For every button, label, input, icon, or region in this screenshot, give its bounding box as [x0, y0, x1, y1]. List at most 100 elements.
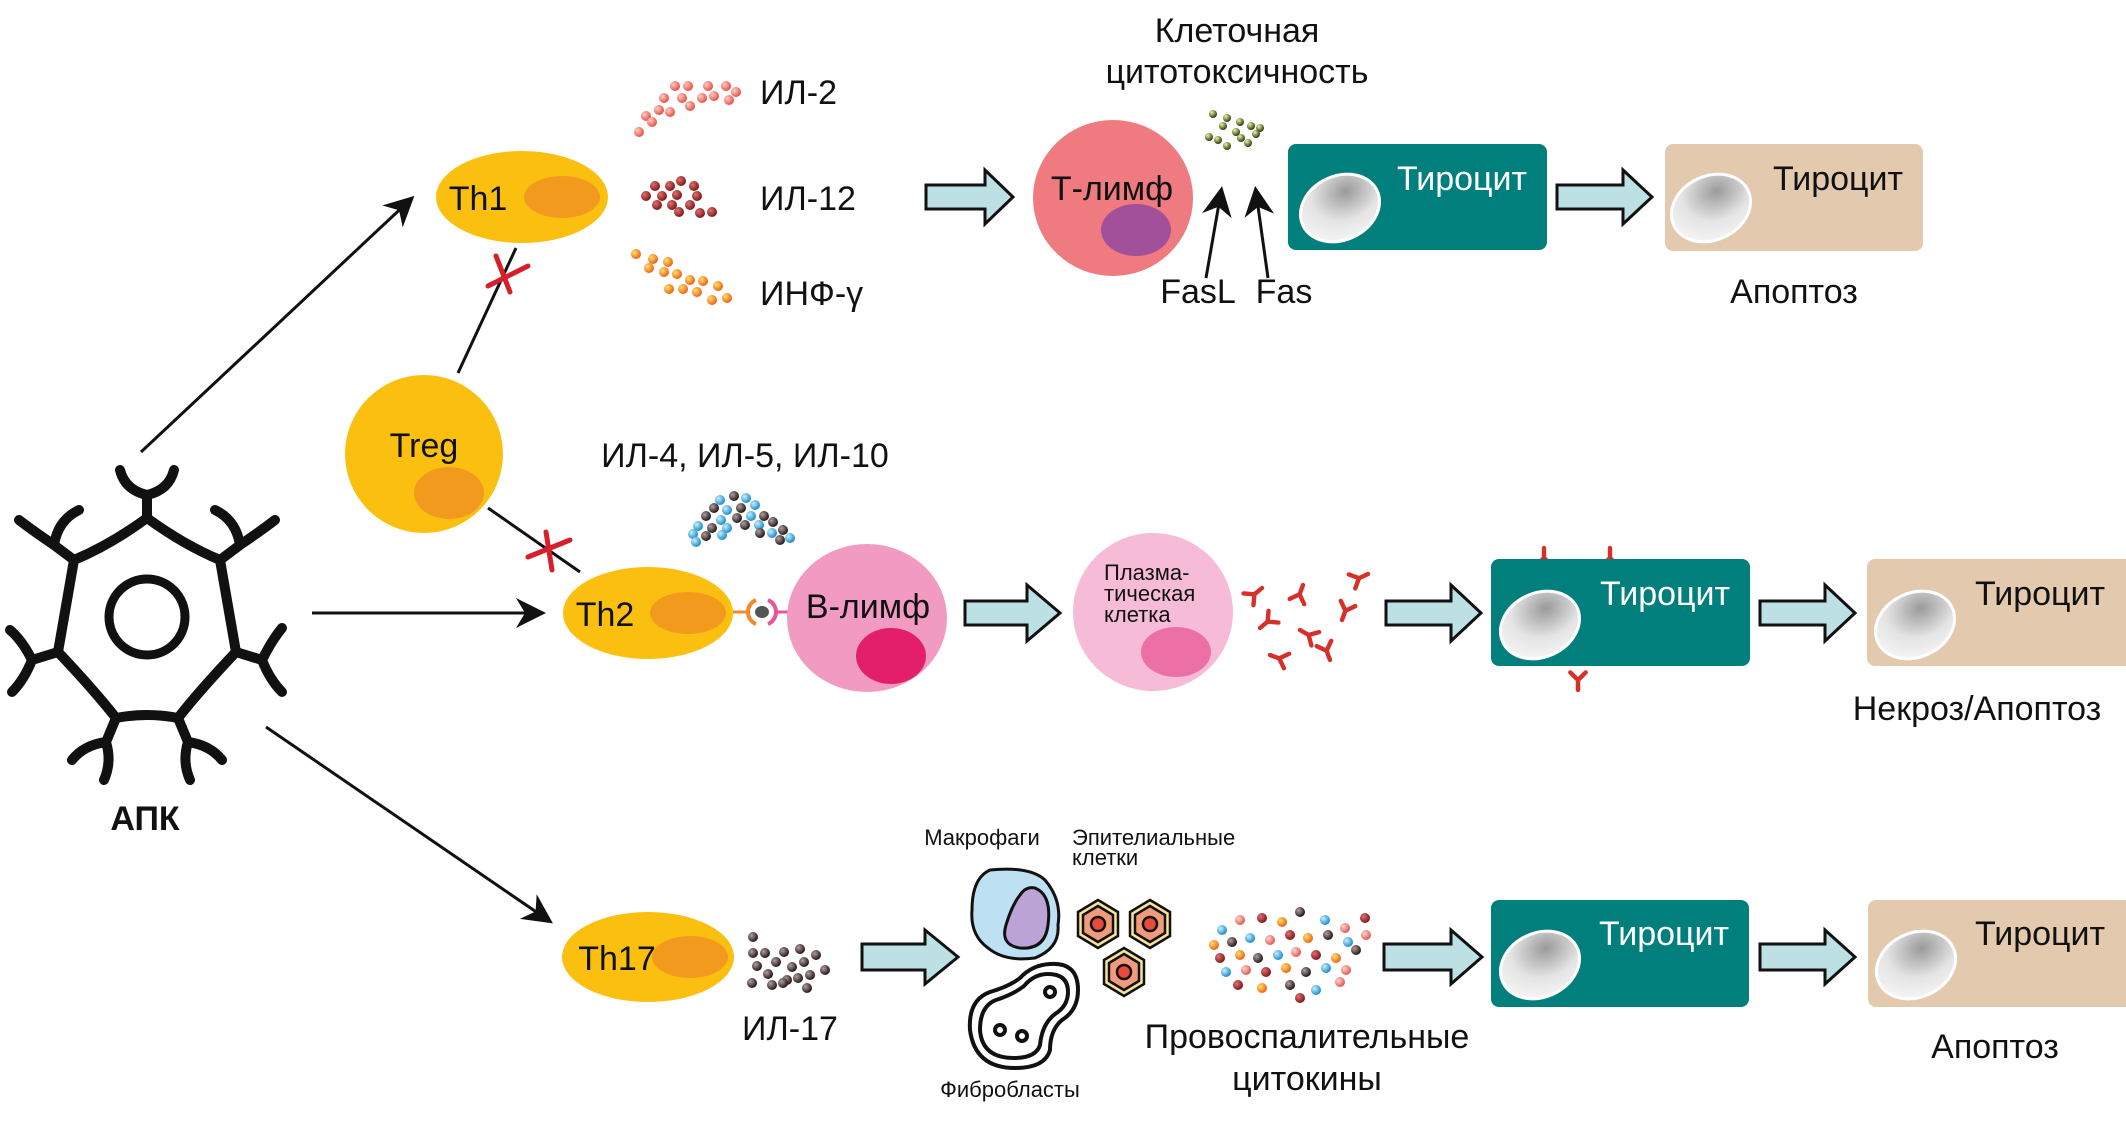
molecule-bead: [820, 965, 830, 975]
apc-label: АПК: [110, 800, 180, 838]
th2-cytokines-label: ИЛ-4, ИЛ-5, ИЛ-10: [601, 437, 889, 475]
ifn-gamma-molecules-icon: [631, 249, 732, 305]
molecule-bead: [1301, 967, 1311, 977]
plasma-cell-label-line3: клетка: [1104, 602, 1171, 627]
cytotoxicity-title-line1: Клеточная: [1155, 12, 1320, 50]
il12-molecules-icon: [641, 176, 717, 218]
molecule-bead: [1343, 937, 1353, 947]
molecule-bead: [1209, 940, 1219, 950]
molecule-bead: [771, 957, 781, 967]
molecule-bead: [1273, 950, 1283, 960]
molecule-bead: [1245, 933, 1255, 943]
fasl-arrow: [1202, 186, 1232, 279]
molecule-bead: [1214, 136, 1222, 144]
molecule-bead: [1236, 118, 1244, 126]
t-lymphocyte-label: Т-лимф: [1051, 170, 1173, 208]
molecule-bead: [746, 511, 756, 521]
molecule-bead: [760, 948, 770, 958]
molecule-bead: [648, 254, 658, 264]
molecule-bead: [1285, 930, 1295, 940]
th17-cell: Th17: [562, 912, 734, 1002]
molecule-bead: [747, 978, 757, 988]
molecule-bead: [664, 284, 674, 294]
molecule-bead: [1295, 993, 1305, 1003]
molecule-bead: [802, 983, 812, 993]
molecule-bead: [811, 950, 821, 960]
molecule-bead: [1320, 915, 1330, 925]
molecule-bead: [703, 81, 713, 91]
molecule-bead: [691, 537, 701, 547]
molecule-bead: [1257, 983, 1267, 993]
th17-nucleus: [652, 936, 728, 978]
thyrocyte-label: Тироцит: [1975, 575, 2105, 613]
molecule-bead: [754, 520, 764, 530]
molecule-bead: [657, 191, 667, 201]
molecule-bead: [767, 528, 777, 538]
molecule-bead: [778, 525, 788, 535]
b-lymphocyte-nucleus: [856, 628, 926, 684]
molecule-bead: [1361, 930, 1371, 940]
molecule-bead: [805, 970, 815, 980]
molecule-bead: [722, 523, 732, 533]
antibody-icon: [1317, 641, 1337, 663]
inhibition-line-treg-th1: [456, 247, 518, 374]
molecule-bead: [685, 200, 695, 210]
ifn-gamma-label: ИНФ-γ: [760, 275, 863, 313]
damaged-thyrocyte-row2: Тироцит: [1867, 559, 2126, 666]
thyrocyte-label: Тироцит: [1773, 160, 1903, 198]
block-arrow: [1384, 581, 1484, 645]
macrophage-icon: [970, 867, 1061, 961]
molecule-bead: [752, 961, 762, 971]
molecule-bead: [652, 200, 662, 210]
molecule-bead: [665, 107, 675, 117]
t-lymphocyte-cell: Т-лимф: [1033, 120, 1193, 276]
molecule-bead: [667, 200, 677, 210]
fas-label: Fas: [1256, 273, 1313, 311]
molecule-bead: [1232, 128, 1240, 136]
molecule-bead: [1265, 935, 1275, 945]
fasl-label: FasL: [1160, 273, 1236, 311]
molecule-bead: [1227, 937, 1237, 947]
epithelial-label-line1: Эпителиальные: [1072, 825, 1235, 850]
th2-cell: Th2: [563, 567, 733, 659]
thyrocyte-row3: Тироцит: [1491, 900, 1749, 1007]
molecule-bead: [1335, 977, 1345, 987]
thyrocyte-label: Тироцит: [1599, 915, 1729, 953]
molecule-bead: [1311, 950, 1321, 960]
molecule-bead: [1247, 122, 1255, 130]
molecule-bead: [676, 176, 686, 186]
molecule-bead: [685, 101, 695, 111]
molecule-bead: [768, 517, 778, 527]
molecule-bead: [1285, 980, 1295, 990]
receptor-connection-icon: [733, 598, 790, 626]
molecule-bead: [1252, 130, 1260, 138]
granule-molecules-icon: [1205, 110, 1264, 150]
epithelial-cells-icon: [1076, 898, 1172, 998]
block-arrow: [1758, 926, 1858, 988]
molecule-bead: [1219, 122, 1227, 130]
molecule-bead: [1281, 963, 1291, 973]
molecule-bead: [692, 191, 702, 201]
molecule-bead: [767, 980, 777, 990]
molecule-bead: [644, 263, 654, 273]
molecule-bead: [1223, 114, 1231, 122]
molecule-bead: [707, 523, 717, 533]
molecule-bead: [778, 978, 788, 988]
molecule-bead: [672, 269, 682, 279]
molecule-bead: [713, 281, 723, 291]
molecule-bead: [1261, 967, 1271, 977]
outcome-label-row3: Апоптоз: [1931, 1028, 2059, 1066]
thyrocyte-nucleus: [1298, 172, 1382, 244]
molecule-bead: [1256, 124, 1264, 132]
antibody-icon: [1290, 582, 1310, 604]
molecule-bead: [634, 127, 644, 137]
molecule-bead: [731, 87, 741, 97]
th2-label: Th2: [576, 596, 635, 634]
molecule-bead: [663, 257, 673, 267]
molecule-bead: [729, 491, 739, 501]
antibody-icon: [1349, 567, 1371, 588]
molecule-bead: [1351, 945, 1361, 955]
molecule-bead: [1215, 953, 1225, 963]
damaged-thyrocyte-row3: Тироцит: [1868, 900, 2126, 1007]
